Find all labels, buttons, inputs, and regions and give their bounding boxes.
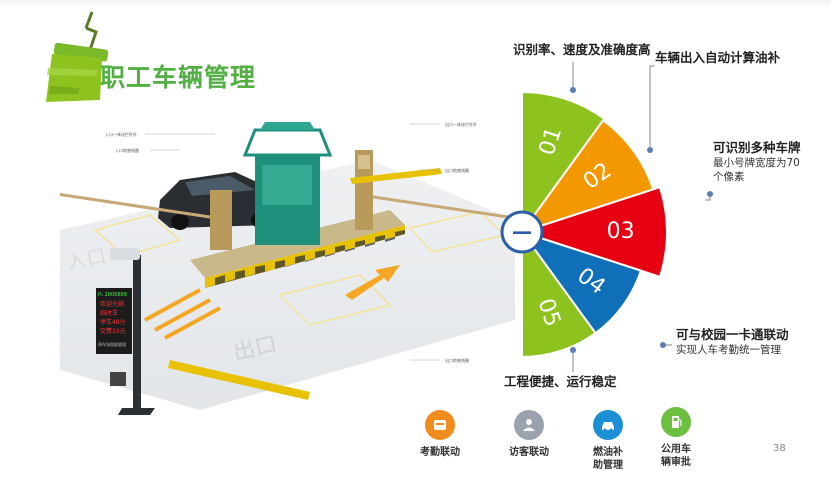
- feature-4: 可与校园一卡通联动 实现人车考勤统一管理: [676, 327, 789, 357]
- camera-pole: [133, 255, 141, 415]
- label-exit-ground: 出口地感线圈: [445, 167, 469, 173]
- feature-3-desc: 最小号牌宽度为70: [713, 157, 800, 169]
- connector-dot: [570, 347, 576, 353]
- official-label-line1: 公用车: [661, 444, 691, 455]
- display-line: 欢迎光临: [100, 300, 124, 308]
- page-title: 职工车辆管理: [100, 63, 257, 92]
- fuel-label-line2: 助管理: [593, 460, 623, 471]
- feature-4-desc: 实现人车考勤统一管理: [676, 344, 781, 356]
- camera: [110, 248, 140, 260]
- parking-scene-illustration: 出口 入口 P₀ 2006888 欢迎光临 临时车 停车48分 交费10元 停车…: [60, 121, 515, 415]
- display-header: P₀ 2006888: [98, 292, 127, 298]
- exit-barrier-arm: [359, 193, 515, 220]
- lane-marking: [93, 214, 182, 257]
- label-entry-ground: 入口地感线圈: [115, 147, 139, 153]
- fan-segment-label: 03: [607, 219, 635, 244]
- feature-1-title: 识别率、速度及准确度高: [513, 42, 651, 57]
- fan-center-circle: [500, 210, 544, 254]
- fan-segment: [519, 118, 655, 234]
- exit-barrier-post: [355, 150, 373, 230]
- icon-item-visitor[interactable]: 访客联动: [494, 410, 564, 459]
- speed-bump: [350, 168, 442, 184]
- fuel-pump-icon: [661, 407, 691, 437]
- display-line: 临时车: [100, 309, 118, 317]
- attendance-icon: [425, 410, 455, 440]
- feature-3-desc-2: 个像素: [713, 171, 745, 183]
- connector-dot: [707, 191, 713, 197]
- icon-item-fuel[interactable]: 燃油补 助管理: [573, 410, 643, 472]
- speaker-grill: [110, 372, 126, 386]
- page-number: 38: [773, 443, 786, 454]
- car-icon: [593, 410, 623, 440]
- display-line: 交费10元: [100, 327, 126, 335]
- fuel-label-line1: 燃油补: [593, 447, 623, 458]
- feature-3-title: 可识别多种车牌: [713, 140, 801, 155]
- label-exit-ground-2: 出口地感线圈: [445, 357, 469, 363]
- title-area: 职工车辆管理: [40, 10, 300, 105]
- icon-item-attendance[interactable]: 考勤联动: [405, 410, 475, 459]
- connector-dot: [647, 147, 653, 153]
- feature-5-title: 工程便捷、运行稳定: [504, 374, 617, 389]
- fan-segment: [521, 228, 597, 359]
- display-footer: 停车场智能管理: [98, 341, 126, 347]
- visitor-label: 访客联动: [509, 447, 549, 458]
- lane-marking: [278, 274, 392, 326]
- led-display-board: [96, 288, 132, 354]
- speed-bump: [168, 360, 310, 400]
- fan-segment: [521, 90, 606, 236]
- connector-dot: [660, 342, 666, 348]
- feature-5: 工程便捷、运行稳定: [504, 374, 617, 390]
- feature-4-title: 可与校园一卡通联动: [676, 327, 789, 342]
- feature-1: 识别率、速度及准确度高: [513, 42, 651, 58]
- icon-item-official[interactable]: 公用车 辆审批: [641, 407, 711, 469]
- visitor-icon: [514, 410, 544, 440]
- entry-barrier-arm: [60, 192, 231, 222]
- official-label-line2: 辆审批: [661, 457, 691, 468]
- feature-2-title: 车辆出入自动计算油补: [655, 50, 781, 65]
- fan-segment: [518, 185, 668, 279]
- label-entry-barrier: 入口一体化栏杆杆: [105, 131, 137, 137]
- display-line: 停车48分: [100, 318, 126, 326]
- feature-2: 车辆出入自动计算油补: [655, 50, 780, 66]
- feature-3: 可识别多种车牌 最小号牌宽度为70 个像素: [713, 140, 801, 184]
- fan-center-symbol: —: [512, 220, 532, 244]
- attendance-label: 考勤联动: [420, 447, 460, 458]
- fan-segment: [519, 230, 643, 335]
- paint-roller-icon: [46, 11, 109, 102]
- direction-arrow: [345, 265, 400, 300]
- direction-arrow: [144, 288, 221, 340]
- connector-dot: [570, 87, 576, 93]
- top-divider: [0, 0, 831, 8]
- label-exit-barrier: 出口一体化栏杆杆: [445, 121, 477, 127]
- entry-barrier-post: [210, 190, 232, 250]
